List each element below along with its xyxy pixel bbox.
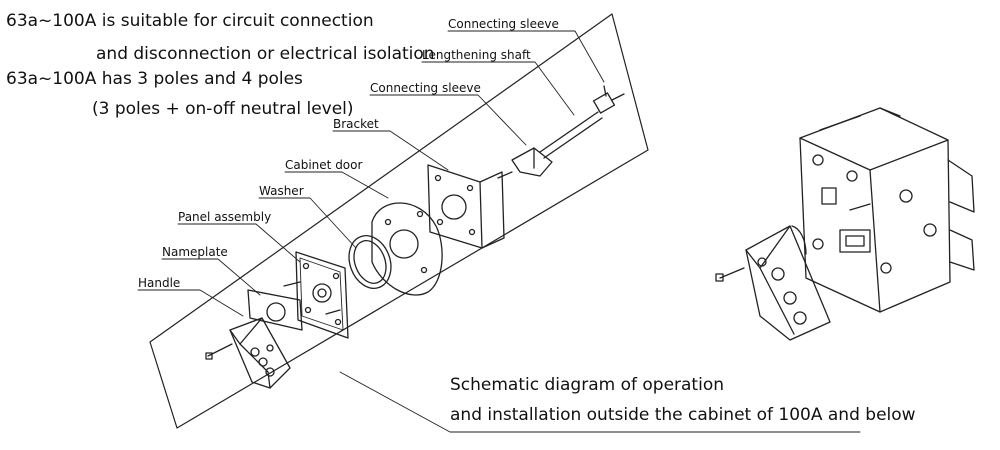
washer-part — [348, 235, 392, 289]
assembled-switch-body — [799, 107, 975, 313]
cabinet-plane — [149, 13, 649, 429]
cabinet-door-part — [371, 202, 443, 296]
label-connecting-sleeve-top: Connecting sleeve — [448, 17, 559, 31]
label-cabinet-door: Cabinet door — [285, 158, 363, 172]
label-lengthening-shaft: Lengthening shaft — [422, 48, 531, 62]
intro-line-2: and disconnection or electrical isolatio… — [96, 44, 435, 64]
nameplate-part — [247, 289, 303, 331]
label-handle: Handle — [138, 276, 181, 290]
bracket-part — [427, 164, 505, 249]
intro-line-4: (3 poles + on-off neutral level) — [92, 99, 354, 119]
panel-assembly-part — [283, 251, 349, 339]
lengthening-shaft-part — [539, 111, 603, 159]
label-panel-assembly: Panel assembly — [178, 210, 272, 224]
assembled-handle-part — [715, 225, 831, 341]
connecting-sleeve-mid-part — [497, 147, 553, 179]
label-nameplate: Nameplate — [162, 245, 228, 259]
label-bracket: Bracket — [333, 117, 379, 131]
caption-line-2: and installation outside the cabinet of … — [450, 405, 916, 425]
handle-part — [205, 317, 291, 389]
leader-lines — [137, 30, 861, 433]
intro-line-1: 63a~100A is suitable for circuit connect… — [6, 11, 374, 31]
label-washer: Washer — [259, 184, 304, 198]
connecting-sleeve-top-part — [592, 85, 625, 114]
caption-line-1: Schematic diagram of operation — [450, 375, 724, 395]
intro-line-3: 63a~100A has 3 poles and 4 poles — [6, 69, 303, 89]
label-connecting-sleeve-mid: Connecting sleeve — [370, 81, 481, 95]
